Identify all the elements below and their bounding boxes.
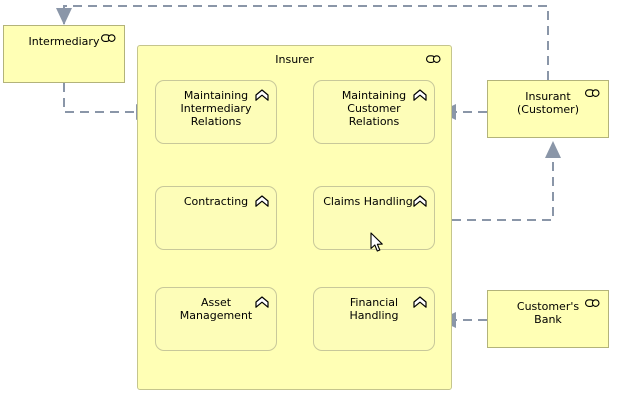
node-maintaining-customer-relations[interactable]: Maintaining Customer Relations	[313, 80, 435, 144]
business-function-icon	[413, 296, 427, 308]
node-maintaining-customer-relations-label: Maintaining Customer Relations	[341, 89, 407, 128]
business-role-icon	[101, 34, 116, 42]
node-maintaining-intermediary-relations[interactable]: Maintaining Intermediary Relations	[155, 80, 277, 144]
node-financial-handling[interactable]: Financial Handling	[313, 287, 435, 351]
business-function-icon	[255, 296, 269, 308]
node-financial-handling-label: Financial Handling	[349, 296, 399, 322]
business-function-icon	[255, 89, 269, 101]
node-contracting[interactable]: Contracting	[155, 186, 277, 250]
business-function-icon	[255, 195, 269, 207]
node-claims-handling-label: Claims Handling	[323, 195, 413, 208]
node-maintaining-intermediary-relations-label: Maintaining Intermediary Relations	[180, 89, 252, 128]
node-insurant-label: Insurant (Customer)	[516, 90, 579, 116]
node-intermediary[interactable]: Intermediary	[3, 25, 125, 83]
business-function-icon	[413, 89, 427, 101]
business-role-icon	[426, 55, 441, 63]
relation-claims-handling-to-insurant[interactable]	[452, 141, 561, 221]
business-role-icon	[585, 299, 600, 307]
node-asset-management-label: Asset Management	[179, 296, 253, 322]
node-intermediary-label: Intermediary	[28, 35, 100, 48]
node-insurer-label: Insurer	[275, 53, 314, 66]
node-insurant[interactable]: Insurant (Customer)	[487, 80, 609, 138]
node-asset-management[interactable]: Asset Management	[155, 287, 277, 351]
node-claims-handling[interactable]: Claims Handling	[313, 186, 435, 250]
node-contracting-label: Contracting	[183, 195, 249, 208]
business-function-icon	[413, 195, 427, 207]
business-role-icon	[585, 89, 600, 97]
node-customers-bank[interactable]: Customer's Bank	[487, 290, 609, 348]
node-customers-bank-label: Customer's Bank	[516, 300, 580, 326]
